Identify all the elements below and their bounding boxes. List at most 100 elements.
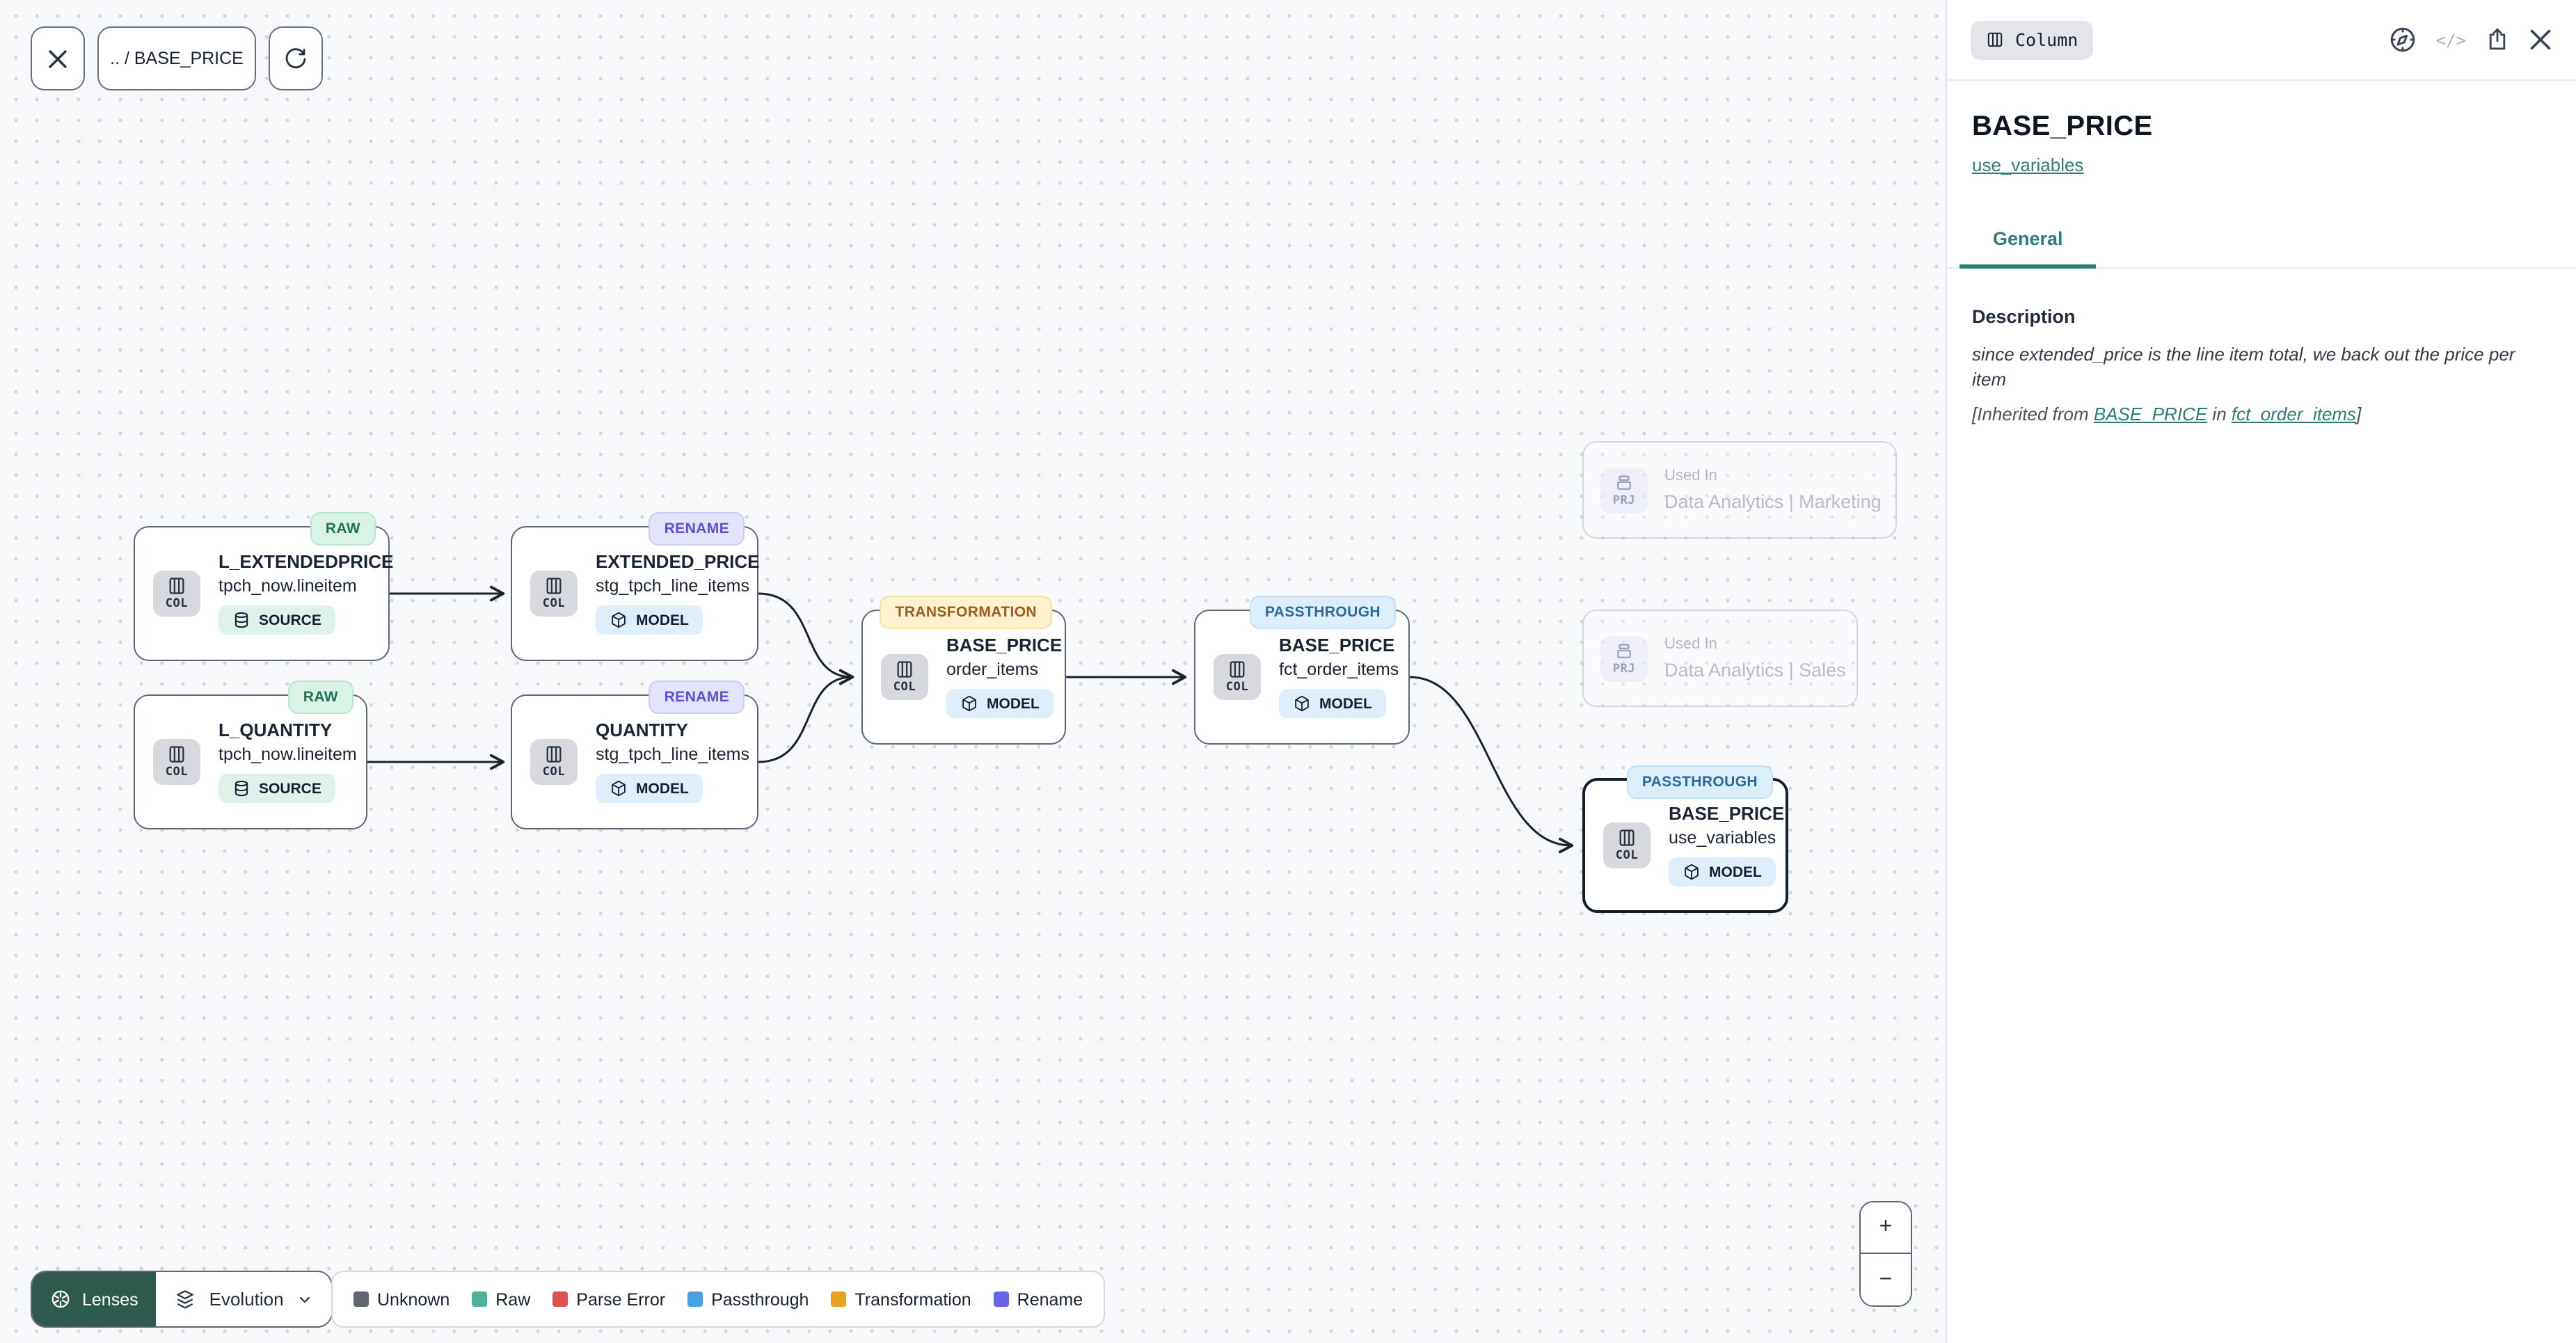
inherited-middle: in bbox=[2207, 404, 2232, 424]
materialization-label: SOURCE bbox=[259, 612, 321, 628]
kind-box: COL bbox=[153, 571, 200, 617]
lens-badge: RENAME bbox=[649, 680, 745, 713]
legend-label: Unknown bbox=[377, 1289, 450, 1309]
zoom-out-button[interactable]: − bbox=[1861, 1254, 1911, 1305]
zoom-control: + − bbox=[1859, 1201, 1912, 1307]
lens-badge: PASSTHROUGH bbox=[1249, 595, 1396, 628]
materialization-chip: SOURCE bbox=[218, 605, 335, 635]
node-subtitle: tpch_now.lineitem bbox=[218, 745, 357, 764]
lineage-node[interactable]: PASSTHROUGH COL BASE_PRICE use_variables… bbox=[1582, 765, 1788, 913]
tab-general[interactable]: General bbox=[1959, 214, 2097, 269]
lineage-node[interactable]: RAW COL L_EXTENDEDPRICE tpch_now.lineite… bbox=[134, 511, 394, 661]
kind-box: PRJ bbox=[1600, 635, 1648, 681]
used-in-label: Used In bbox=[1664, 467, 1717, 484]
kind-box: PRJ bbox=[1600, 467, 1648, 513]
used-in-node[interactable]: PRJ Used In Data Analytics | Marketing bbox=[1582, 441, 1897, 539]
edge bbox=[1409, 676, 1574, 854]
layers-icon bbox=[177, 1289, 194, 1308]
materialization-label: MODEL bbox=[1709, 864, 1762, 880]
legend-item: Raw bbox=[472, 1289, 530, 1309]
lens-selected-label: Evolution bbox=[209, 1289, 284, 1310]
description-text: since extended_price is the line item to… bbox=[1972, 344, 2515, 389]
inherited-suffix: ] bbox=[2356, 404, 2362, 424]
lens-badge: PASSTHROUGH bbox=[1626, 765, 1773, 798]
used-in-name: Data Analytics | Marketing bbox=[1664, 491, 1882, 511]
cube-icon bbox=[1685, 864, 1699, 880]
aperture-icon bbox=[51, 1290, 70, 1308]
kind-box: COL bbox=[530, 571, 578, 617]
legend-item: Transformation bbox=[831, 1289, 971, 1309]
kind-box: COL bbox=[1214, 654, 1261, 700]
node-subtitle: tpch_now.lineitem bbox=[218, 576, 357, 596]
panel-header: Column </> bbox=[1947, 0, 2576, 81]
node-title: L_QUANTITY bbox=[218, 720, 333, 740]
node-subtitle: stg_tpch_line_items bbox=[596, 576, 749, 596]
compass-button[interactable] bbox=[2389, 25, 2418, 54]
cube-icon bbox=[612, 780, 626, 797]
lineage-node[interactable]: RENAME COL EXTENDED_PRICE stg_tpch_line_… bbox=[511, 511, 760, 661]
node-subtitle: use_variables bbox=[1669, 828, 1776, 848]
legend-label: Parse Error bbox=[576, 1289, 666, 1309]
lineage-node[interactable]: TRANSFORMATION COL BASE_PRICE order_item… bbox=[861, 595, 1066, 745]
inherited-model-link[interactable]: fct_order_items bbox=[2231, 404, 2357, 424]
close-lineage-button[interactable] bbox=[31, 26, 85, 90]
kind-label: COL bbox=[1225, 681, 1249, 694]
panel-body: BASE_PRICE use_variables General Descrip… bbox=[1947, 81, 2576, 424]
columns-icon bbox=[546, 578, 562, 594]
materialization-label: MODEL bbox=[1319, 695, 1372, 712]
lens-selector-dropdown[interactable]: Evolution bbox=[156, 1272, 331, 1326]
code-icon: </> bbox=[2435, 30, 2466, 49]
lineage-node[interactable]: PASSTHROUGH COL BASE_PRICE fct_order_ite… bbox=[1194, 595, 1410, 745]
node-title: EXTENDED_PRICE bbox=[596, 551, 760, 572]
kind-label: COL bbox=[165, 597, 189, 611]
inherited-note: [Inherited from BASE_PRICE in fct_order_… bbox=[1972, 404, 2551, 424]
node-title: L_EXTENDEDPRICE bbox=[218, 551, 394, 572]
columns-icon bbox=[897, 661, 912, 678]
kind-label: COL bbox=[165, 765, 189, 779]
lineage-node[interactable]: RENAME COL QUANTITY stg_tpch_line_items … bbox=[511, 680, 758, 829]
kind-label: COL bbox=[542, 765, 566, 779]
entity-type-chip[interactable]: Column bbox=[1971, 20, 2094, 59]
share-button[interactable] bbox=[2484, 26, 2511, 53]
lenses-button[interactable]: Lenses bbox=[32, 1272, 157, 1326]
legend-item: Passthrough bbox=[687, 1289, 809, 1309]
materialization-chip: MODEL bbox=[946, 689, 1054, 718]
panel-tabs: General bbox=[1947, 214, 2576, 269]
legend-item: Parse Error bbox=[552, 1289, 665, 1309]
legend-label: Raw bbox=[495, 1289, 531, 1309]
columns-icon bbox=[169, 578, 184, 594]
cube-icon bbox=[962, 695, 976, 712]
inherited-column-link[interactable]: BASE_PRICE bbox=[2093, 404, 2208, 424]
model-link[interactable]: use_variables bbox=[1972, 154, 2084, 175]
node-title: QUANTITY bbox=[596, 720, 688, 740]
lens-badge: RENAME bbox=[649, 511, 745, 545]
legend-swatch bbox=[831, 1292, 847, 1307]
close-icon bbox=[49, 49, 67, 67]
lens-control: Lenses Evolution bbox=[31, 1271, 333, 1328]
kind-label: PRJ bbox=[1612, 493, 1636, 507]
materialization-chip: MODEL bbox=[1669, 857, 1776, 887]
zoom-in-button[interactable]: + bbox=[1861, 1202, 1911, 1254]
legend-swatch bbox=[993, 1292, 1009, 1307]
legend-swatch bbox=[552, 1292, 569, 1307]
materialization-chip: MODEL bbox=[596, 605, 703, 635]
used-in-node[interactable]: PRJ Used In Data Analytics | Sales bbox=[1582, 610, 1858, 707]
close-panel-button[interactable] bbox=[2529, 28, 2552, 51]
refresh-button[interactable] bbox=[269, 26, 323, 90]
columns-icon bbox=[1230, 661, 1245, 678]
kind-label: COL bbox=[542, 597, 566, 611]
edge bbox=[758, 592, 854, 685]
kind-box: COL bbox=[881, 654, 928, 700]
lens-badge: RAW bbox=[310, 511, 376, 545]
materialization-label: MODEL bbox=[636, 780, 689, 797]
cube-icon bbox=[1295, 695, 1309, 712]
lineage-node[interactable]: RAW COL L_QUANTITY tpch_now.lineitem SOU… bbox=[134, 680, 367, 829]
used-in-name: Data Analytics | Sales bbox=[1664, 659, 1846, 680]
panel-actions: </> bbox=[2389, 25, 2552, 54]
node-subtitle: order_items bbox=[946, 660, 1038, 679]
project-stack-icon bbox=[1617, 643, 1631, 658]
columns-icon bbox=[169, 746, 184, 763]
share-icon bbox=[2489, 28, 2506, 50]
breadcrumb[interactable]: .. / BASE_PRICE bbox=[97, 26, 256, 90]
